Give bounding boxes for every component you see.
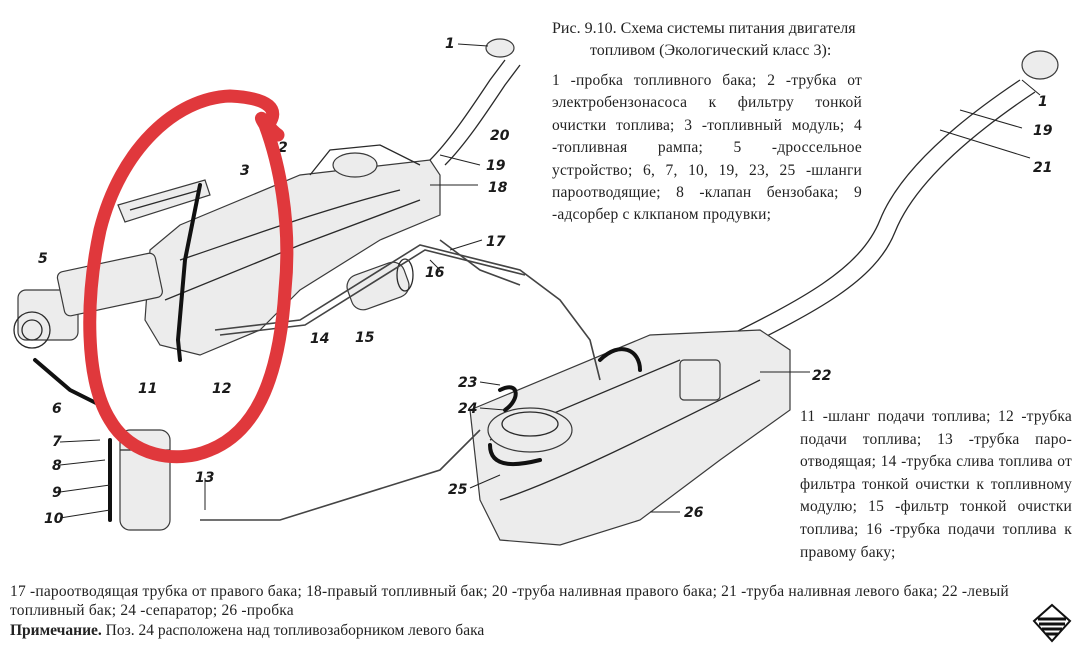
callout-6: 6: [52, 401, 62, 417]
figure-title-line2: топливом (Экологический класс 3):: [590, 42, 832, 59]
callout-7: 7: [52, 434, 62, 450]
callout-8: 8: [52, 458, 62, 474]
callout-1-right: 1: [1038, 94, 1048, 110]
callout-25: 25: [448, 482, 468, 498]
callout-26: 26: [684, 505, 704, 521]
legend-right: 11 -шланг подачи топлива; 12 -трубка под…: [800, 408, 1072, 561]
filler-neck-right: [429, 38, 521, 166]
callout-20: 20: [490, 128, 510, 144]
callout-22: 22: [812, 368, 831, 384]
callout-19-right: 19: [1033, 123, 1053, 139]
emblem-logo-icon: [1032, 603, 1072, 643]
callout-12: 12: [212, 381, 231, 397]
callout-17: 17: [486, 234, 506, 250]
left-fuel-tank: [469, 329, 791, 546]
callout-18: 18: [488, 180, 508, 196]
callout-2: 2: [278, 140, 288, 156]
callout-3: 3: [240, 163, 250, 179]
note-text: Поз. 24 расположена над топливозаборнико…: [105, 622, 485, 639]
legend-bottom: 17 -пароотводящая трубка от правого бака…: [10, 583, 1009, 619]
callout-19-top: 19: [486, 158, 506, 174]
callout-21: 21: [1033, 160, 1052, 176]
figure-title-line1: Рис. 9.10. Схема системы питания двигате…: [552, 20, 856, 37]
callout-13: 13: [195, 470, 214, 486]
hoses: [33, 183, 642, 522]
filler-neck-left: [719, 50, 1059, 353]
fuel-tubes: [200, 239, 601, 521]
red-highlight-ellipse: [83, 89, 294, 464]
callout-9: 9: [52, 485, 62, 501]
fuel-rail: [117, 179, 211, 223]
note-label: Примечание.: [10, 622, 102, 639]
callout-1-top: 1: [445, 36, 455, 52]
throttle-body: [13, 252, 163, 349]
callout-14: 14: [310, 331, 329, 347]
callout-16: 16: [425, 265, 445, 281]
figure-title: Рис. 9.10. Схема системы питания двигате…: [552, 18, 952, 62]
callout-24: 24: [458, 401, 477, 417]
callout-5: 5: [38, 251, 48, 267]
callout-23: 23: [458, 375, 477, 391]
callout-15: 15: [355, 330, 375, 346]
legend-top: 1 -пробка топливного бака; 2 -трубка от …: [552, 72, 862, 224]
note: Примечание. Поз. 24 расположена над топл…: [10, 622, 484, 640]
callout-11: 11: [138, 381, 157, 397]
leader-lines: [59, 43, 1041, 519]
callout-10: 10: [44, 511, 64, 527]
separator: [487, 407, 573, 453]
